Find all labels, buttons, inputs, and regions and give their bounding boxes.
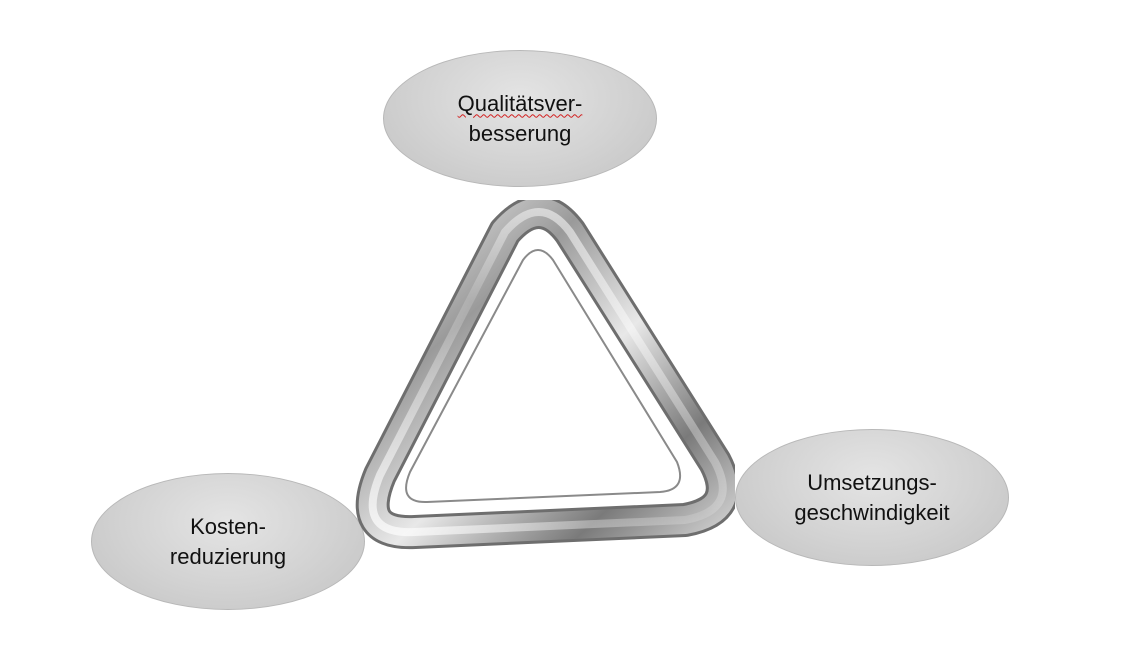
ring-highlight bbox=[368, 208, 727, 537]
node-speed-label: Umsetzungs- geschwindigkeit bbox=[794, 468, 949, 528]
triangle-ring-icon bbox=[355, 200, 735, 550]
node-speed-line1: Umsetzungs- bbox=[807, 469, 937, 495]
node-cost-reduction: Kosten- reduzierung bbox=[91, 473, 365, 610]
node-quality-label: Qualitätsver- besserung bbox=[458, 89, 583, 149]
node-cost-line1: Kosten- bbox=[190, 513, 266, 539]
node-cost-line2: reduzierung bbox=[169, 543, 287, 569]
node-quality-improvement: Qualitätsver- besserung bbox=[383, 50, 657, 187]
node-quality-line2: besserung bbox=[468, 120, 572, 146]
node-quality-line1: Qualitätsver- bbox=[457, 90, 583, 116]
ring-inner-edge bbox=[405, 249, 682, 504]
node-speed-line2: geschwindigkeit bbox=[794, 499, 950, 525]
node-cost-label: Kosten- reduzierung bbox=[170, 512, 286, 572]
node-implementation-speed: Umsetzungs- geschwindigkeit bbox=[735, 429, 1009, 566]
